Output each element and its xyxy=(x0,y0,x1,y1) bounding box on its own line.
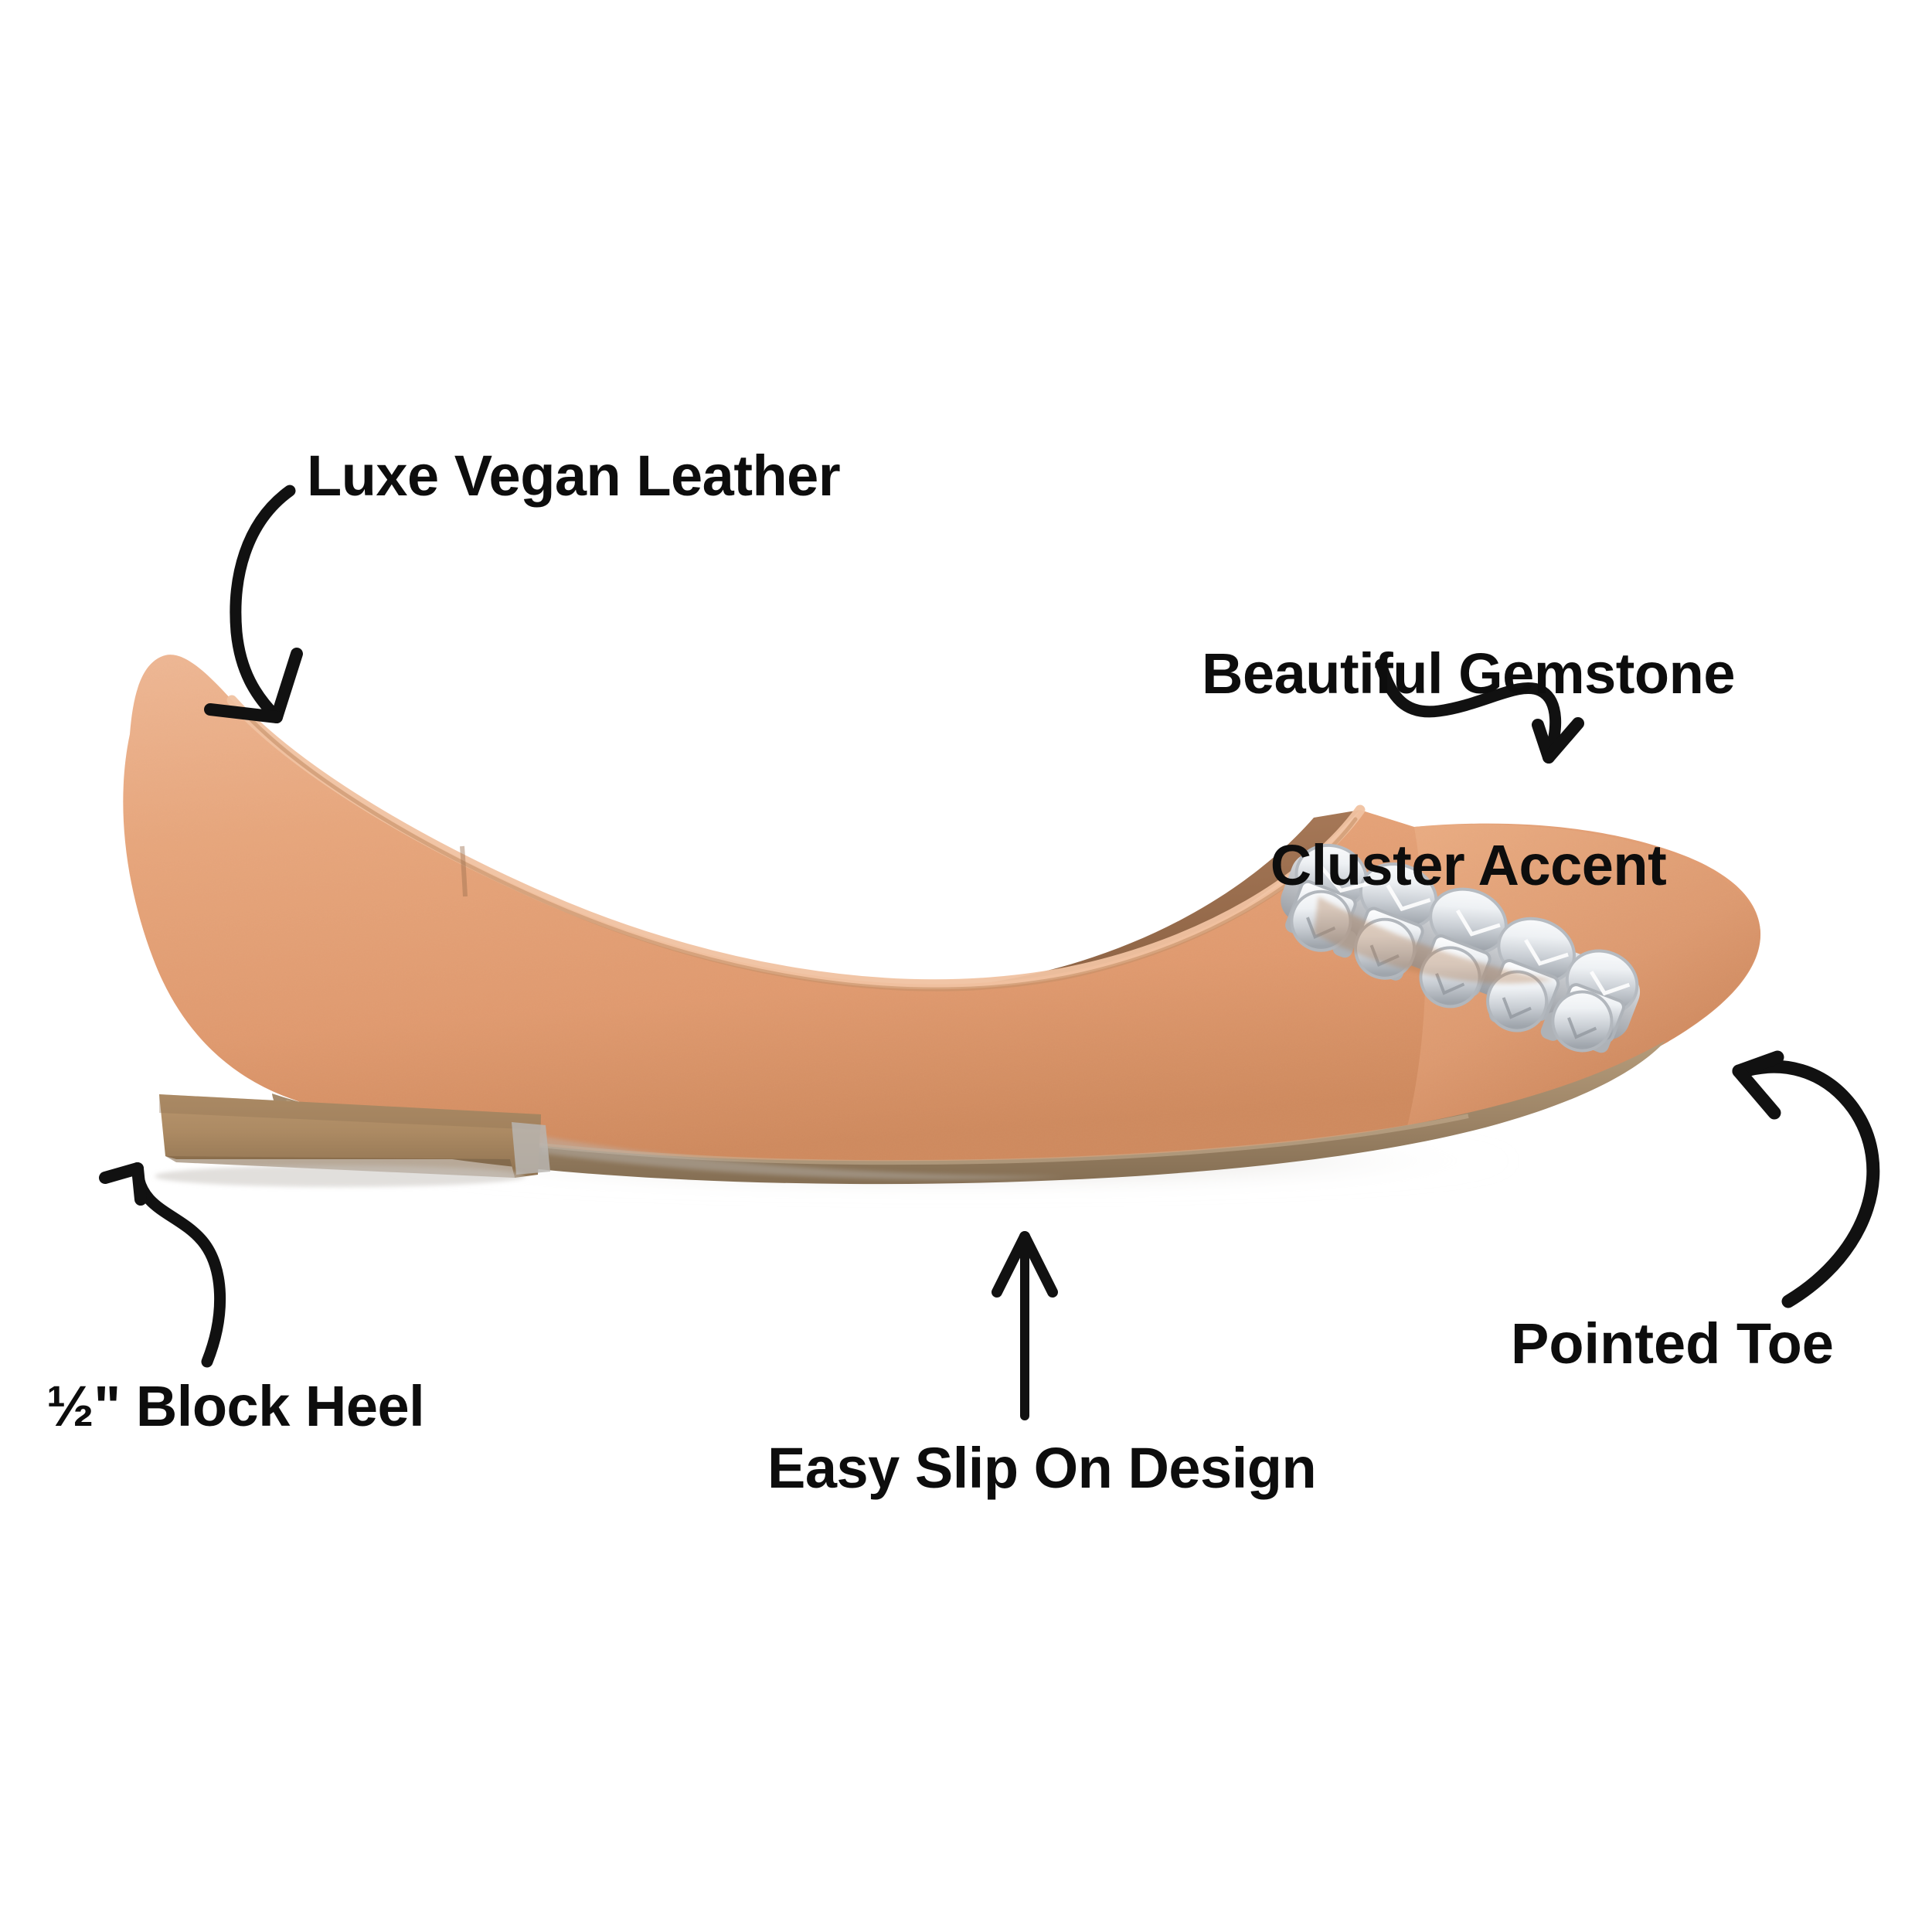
arrow-gemstone-cluster xyxy=(1375,658,1584,764)
arch-shadow xyxy=(541,1136,1066,1180)
arrow-luxe-vegan-leather xyxy=(204,485,303,723)
heel-lift-grey xyxy=(512,1122,550,1175)
topline-edge xyxy=(226,695,1366,990)
callout-label-block-heel: ½" Block Heel xyxy=(46,1374,425,1438)
leather-grain xyxy=(123,655,1761,1165)
block-heel xyxy=(159,1094,541,1178)
sole-edge xyxy=(272,1040,1666,1185)
callout-gemstone-line1: Beautiful Gemstone xyxy=(1202,641,1736,706)
arrow-easy-slip-on xyxy=(992,1231,1058,1420)
topline-edge-inner xyxy=(239,707,1358,992)
callout-arrows xyxy=(99,485,1880,1420)
callout-label-gemstone-cluster: Beautiful Gemstone Cluster Accent xyxy=(1198,514,1739,1026)
gem-facets xyxy=(1318,865,1631,996)
shoe xyxy=(123,655,1761,1187)
arrow-block-heel xyxy=(99,1162,226,1368)
arrow-pointed-toe xyxy=(1732,1050,1880,1308)
block-heel-top-shade xyxy=(159,1094,541,1130)
callout-gemstone-line2: Cluster Accent xyxy=(1270,833,1667,898)
callout-label-luxe-vegan-leather: Luxe Vegan Leather xyxy=(307,444,841,508)
callout-label-pointed-toe: Pointed Toe xyxy=(1511,1311,1834,1376)
back-seam xyxy=(460,845,468,897)
gemstone-cast-shadow xyxy=(1314,896,1553,984)
heel-shadow xyxy=(155,1165,526,1187)
callout-label-easy-slip-on: Easy Slip On Design xyxy=(767,1436,1317,1500)
